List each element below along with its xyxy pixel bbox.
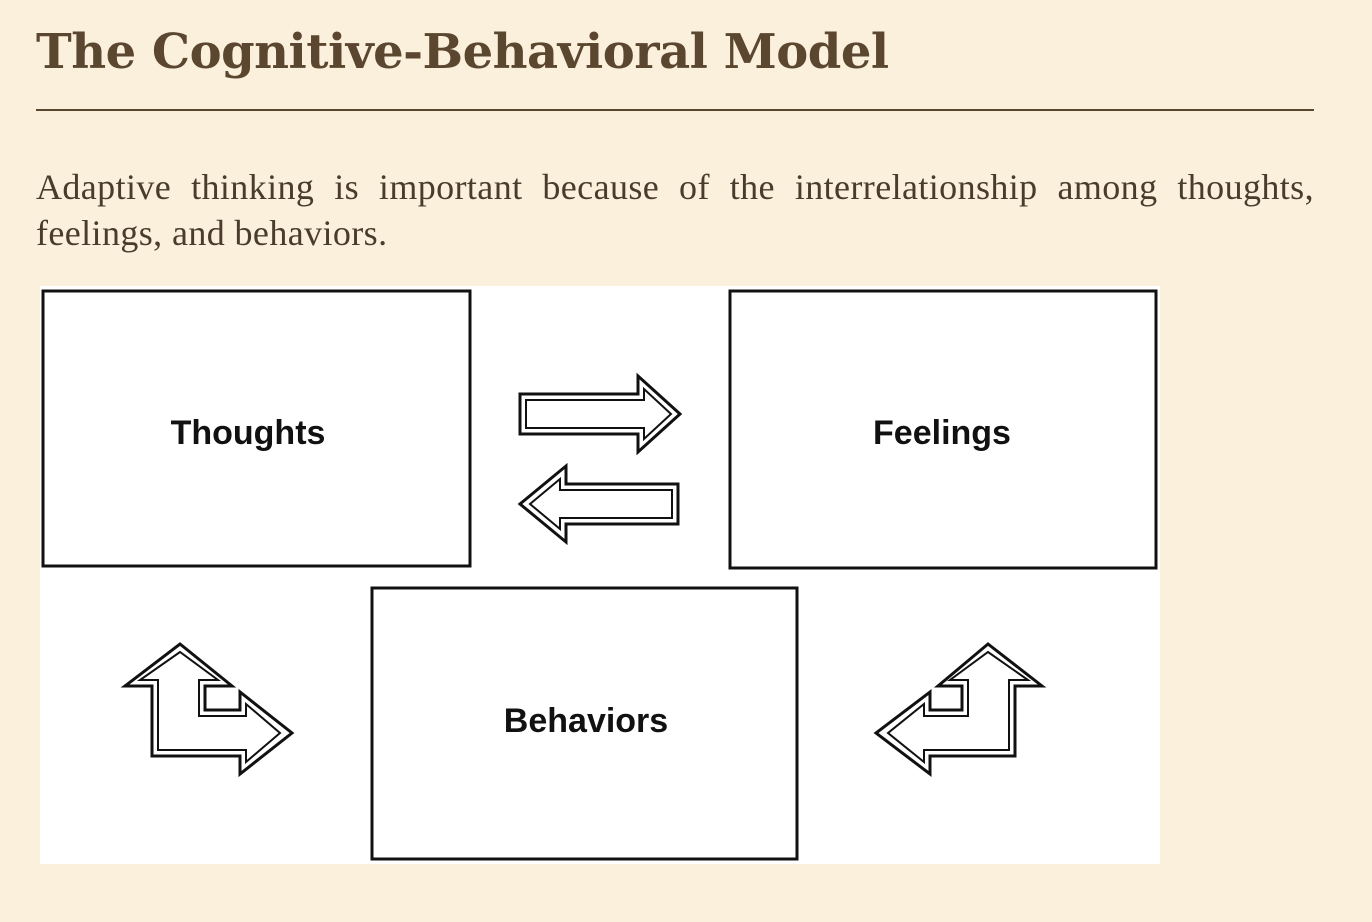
left-arrow-icon (517, 462, 680, 546)
thoughts-node: Thoughts (41, 289, 472, 568)
behaviors-box (370, 586, 799, 861)
title-divider (36, 109, 1314, 111)
page-title: The Cognitive-Behavioral Model (36, 24, 889, 80)
behaviors-node: Behaviors (370, 586, 799, 861)
right-arrow-icon (518, 372, 683, 456)
behaviors-label: Behaviors (504, 702, 668, 740)
feelings-box (728, 289, 1158, 570)
intro-paragraph: Adaptive thinking is important because o… (36, 167, 1314, 253)
cbt-diagram: Thoughts Feelings Behaviors (40, 286, 1160, 864)
bent-double-arrow-icon (873, 642, 1047, 778)
feelings-node: Feelings (728, 289, 1158, 570)
cbt-diagram-svg: Thoughts Feelings Behaviors (41, 289, 1158, 861)
bent-double-arrow-icon (120, 642, 295, 778)
thoughts-label: Thoughts (171, 414, 326, 452)
thoughts-box (41, 289, 472, 568)
feelings-label: Feelings (873, 414, 1011, 452)
